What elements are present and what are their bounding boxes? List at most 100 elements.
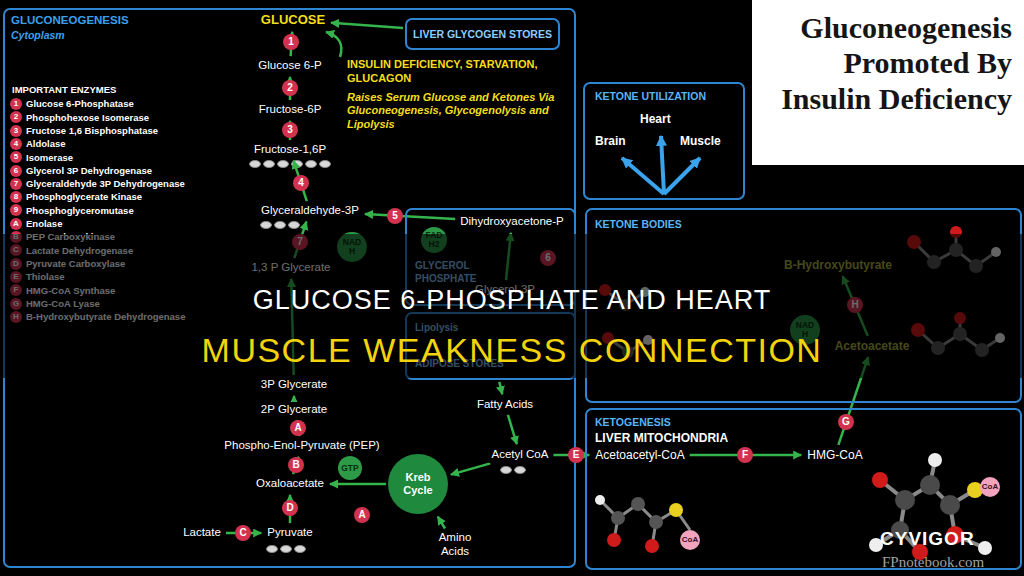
node-text: Fructose-6P [259, 103, 322, 117]
node-text: 9 [14, 206, 18, 214]
enzyme-name: Glucose 6-Phosphatase [26, 98, 134, 109]
hmg-coa-molecule [869, 453, 992, 560]
node-text: Kreb Cycle [396, 471, 440, 496]
enzyme-list-badge: 1 [10, 98, 22, 110]
enzyme-badge: 1 [283, 34, 299, 50]
node-text: HMG-CoA [807, 448, 862, 462]
hmg-coa-molecule [920, 475, 940, 495]
enzyme-badge: 4 [293, 175, 309, 191]
node-text: 2 [287, 83, 293, 93]
condition-note: Raises Serum Glucose and Ketones Via Glu… [347, 91, 562, 132]
enzyme-name: Fructose 1,6 Bisphosphatase [26, 125, 158, 136]
enzyme-badge: 3 [282, 122, 298, 138]
enzyme-badge: D [282, 500, 298, 516]
enzyme-name: Aldolase [26, 138, 66, 149]
hmg-coa-molecule [978, 541, 992, 555]
acetoacetyl-coa-molecule [595, 495, 690, 553]
metabolite-label: Phospho-Enol-Pyruvate (PEP) [221, 438, 382, 454]
hmg-coa-molecule [940, 495, 960, 515]
metabolite-label: Fatty Acids [474, 397, 536, 413]
hmg-coa-molecule [872, 472, 888, 488]
watermark: CYVIGOR [880, 529, 975, 550]
utilization-arrows [661, 136, 664, 194]
node-text: 5 [392, 211, 398, 221]
node-text: 3 [14, 127, 18, 135]
node-text: Fructose-1,6P [254, 143, 326, 157]
node-text: 7 [14, 180, 18, 188]
node-text: A [13, 220, 19, 228]
node-text: A [358, 510, 365, 520]
metabolite-label: Glucose 6-P [255, 58, 324, 74]
enzyme-name: Glycerol 3P Dehydrogenase [26, 165, 152, 176]
metabolite-label: GLUCOSE [258, 11, 328, 29]
node-text: 5 [14, 153, 18, 161]
watermark: FPnotebook.com [882, 554, 984, 571]
enzyme-badge: A [290, 420, 306, 436]
cofactor-circle: GTP [338, 456, 362, 480]
pathway-arrow [508, 415, 517, 444]
acetoacetyl-coa-molecule [669, 503, 683, 517]
enzyme-badge: G [838, 414, 854, 430]
metabolite-label: Acetyl CoA [489, 447, 552, 463]
enzyme-list-badge: 4 [10, 138, 22, 150]
hmg-coa-molecule [895, 490, 915, 510]
carbon-ovals [515, 467, 526, 474]
metabolite-label: HMG-CoA [804, 447, 865, 463]
node-subtext: Muscle [680, 134, 721, 148]
carbon-ovals [306, 161, 317, 168]
metabolite-label: 2P Glycerate [258, 402, 330, 418]
cycle-circle: Kreb Cycle [388, 454, 448, 514]
node-text: 4 [14, 140, 18, 148]
enzyme-list-badge: 5 [10, 151, 22, 163]
node-text: CoA [982, 483, 998, 491]
acetoacetyl-coa-molecule [631, 497, 645, 511]
enzyme-name: Phosphoglycerate Kinase [26, 191, 142, 202]
pathway-arrow [330, 483, 386, 486]
carbon-ovals [281, 546, 292, 553]
carbon-ovals [501, 467, 512, 474]
enzyme-name: Isomerase [26, 152, 73, 163]
enzyme-badge: 2 [282, 80, 298, 96]
overlay-title: GLUCOSE 6-PHOSPHATE AND HEART [253, 285, 772, 316]
node-text: B [292, 460, 299, 470]
metabolite-label: 3P Glycerate [258, 377, 330, 393]
enzyme-heading: IMPORTANT ENZYMES [12, 84, 116, 95]
carbon-ovals [264, 161, 275, 168]
node-text: Amino Acids [436, 531, 474, 559]
coa-circle: CoA [680, 530, 700, 550]
metabolite-label: Glyceraldehyde-3P [258, 203, 362, 219]
node-text: GLUCOSE [261, 12, 325, 28]
node-text: G [842, 417, 850, 427]
pathway-arrow [293, 396, 296, 400]
glucose-release-arrow [326, 32, 341, 57]
node-text: Pyruvate [267, 526, 312, 540]
carbon-ovals [295, 546, 306, 553]
acetoacetyl-coa-molecule [607, 533, 621, 547]
pathway-arrow [438, 517, 445, 529]
carbon-ovals [289, 222, 300, 229]
metabolite-label: Fructose-1,6P [251, 142, 329, 158]
metabolite-label: Oxaloacetate [253, 476, 327, 492]
node-text: Fatty Acids [477, 398, 533, 412]
node-text: Acetoacetyl-CoA [595, 448, 684, 462]
carbon-ovals [275, 222, 286, 229]
enzyme-list-badge: 6 [10, 165, 22, 177]
acetoacetyl-coa-molecule [649, 515, 663, 529]
enzyme-badge: A [354, 507, 370, 523]
region-box: LIVER GLYCOGEN STORES [405, 18, 560, 50]
enzyme-name: Enolase [26, 218, 62, 229]
condition-note: INSULIN DEFICIENCY, STARVATION, GLUCAGON [347, 58, 572, 86]
node-subtext: Cytoplasm [11, 29, 65, 42]
metabolite-label: Lactate [180, 525, 224, 541]
node-text: E [573, 450, 580, 460]
enzyme-list-badge: 9 [10, 204, 22, 216]
title-panel: Gluconeogenesis Promoted By Insulin Defi… [752, 0, 1024, 165]
enzyme-list-badge: A [10, 218, 22, 230]
carbon-ovals [320, 161, 331, 168]
enzyme-badge: F [737, 447, 753, 463]
node-text: LIVER GLYCOGEN STORES [413, 28, 552, 41]
enzyme-name: Phosphohexose Isomerase [26, 112, 149, 123]
node-subtext: Heart [640, 112, 671, 126]
acetoacetyl-coa-molecule [595, 495, 605, 505]
acetoacetyl-coa-molecule [645, 539, 659, 553]
